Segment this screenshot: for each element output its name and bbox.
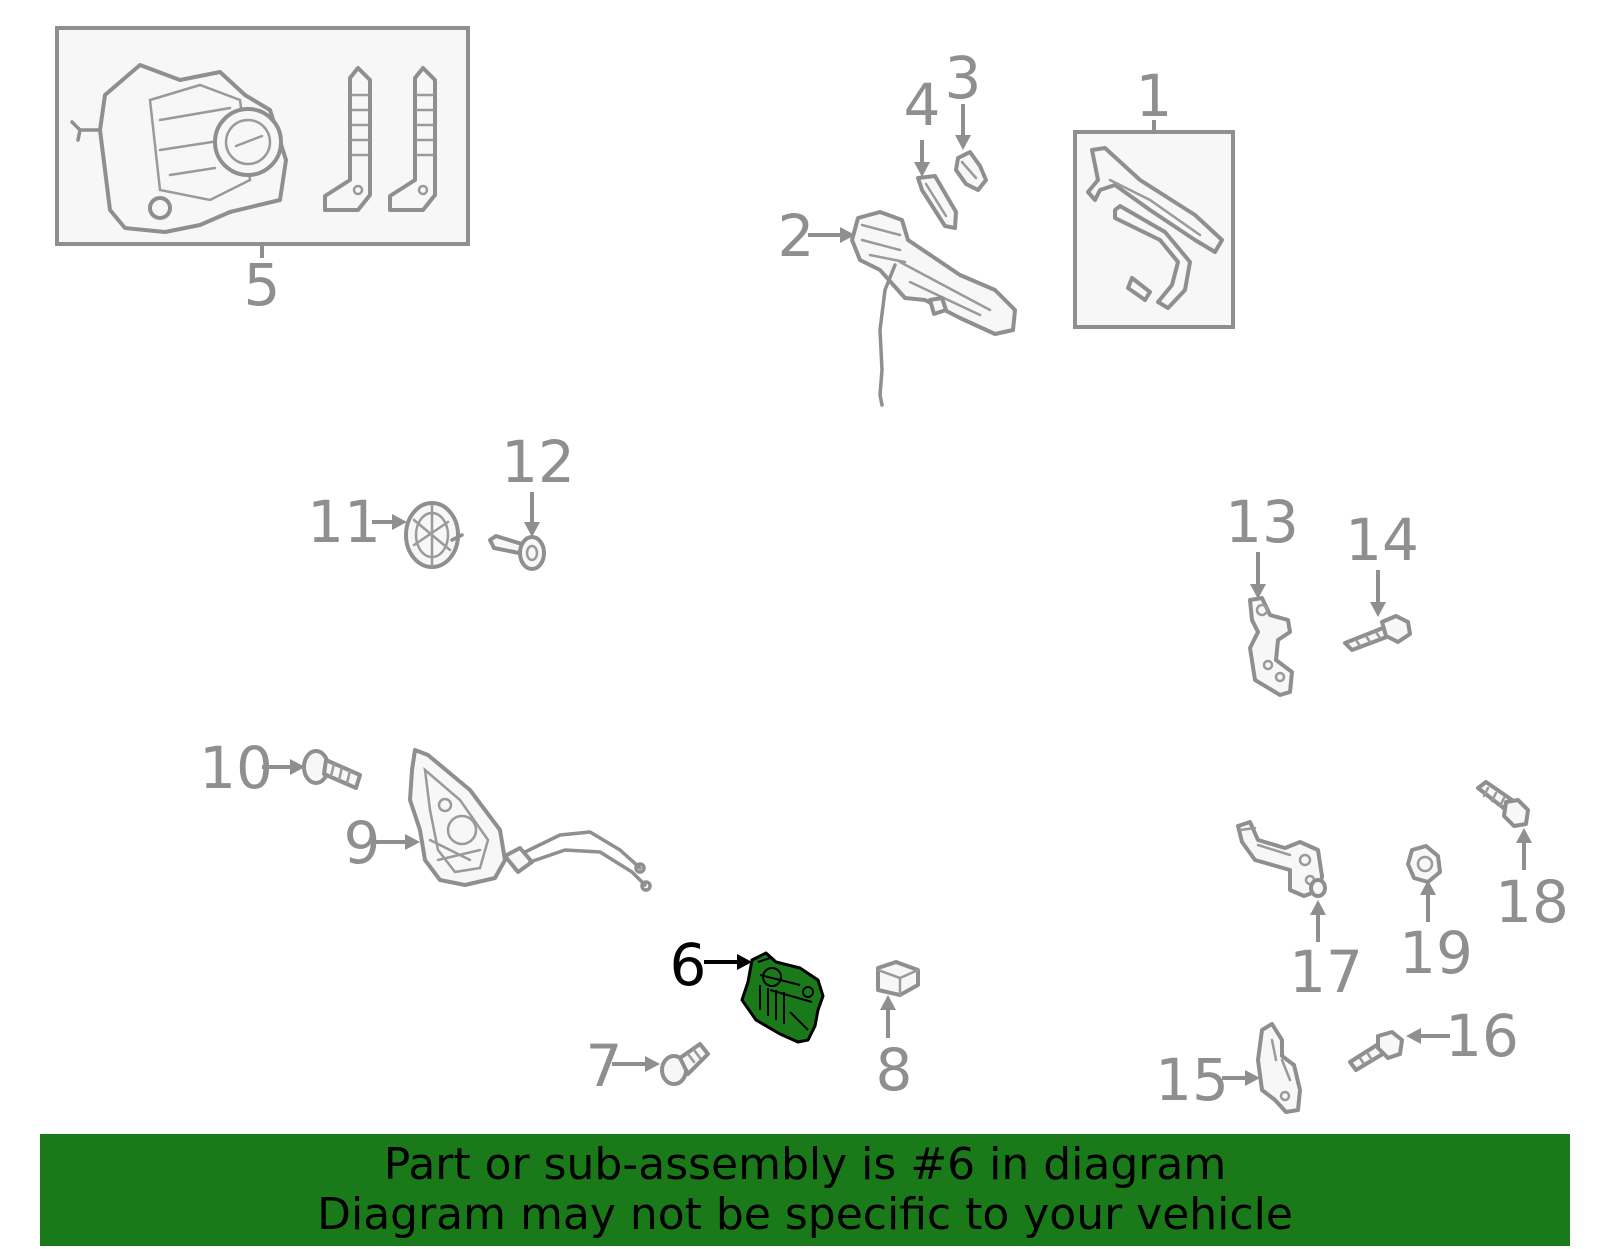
part-14-bolt[interactable] bbox=[1343, 614, 1412, 652]
part-12-pin[interactable] bbox=[488, 534, 546, 571]
info-banner: Part or sub-assembly is #6 in diagram Di… bbox=[40, 1134, 1570, 1246]
callout-5: 5 bbox=[244, 251, 281, 319]
part-18-bolt[interactable] bbox=[1476, 780, 1530, 828]
callout-17: 17 bbox=[1289, 938, 1363, 1006]
banner-line-1: Part or sub-assembly is #6 in diagram bbox=[383, 1139, 1227, 1190]
callout-13: 13 bbox=[1225, 488, 1299, 556]
callout-7: 7 bbox=[586, 1032, 623, 1100]
part-3-clip[interactable] bbox=[954, 150, 988, 192]
part-15-hinge[interactable] bbox=[1256, 1022, 1302, 1114]
callout-12: 12 bbox=[501, 428, 575, 496]
part-6-highlighted-actuator[interactable] bbox=[740, 951, 825, 1044]
part-17-door-check[interactable] bbox=[1236, 820, 1327, 898]
callout-16: 16 bbox=[1445, 1002, 1519, 1070]
part-11-cover[interactable] bbox=[404, 501, 464, 569]
part-8-clip[interactable] bbox=[876, 960, 920, 997]
callout-11: 11 bbox=[307, 488, 381, 556]
part-1-outside-handle[interactable] bbox=[1073, 130, 1235, 329]
part-2-handle-frame[interactable] bbox=[850, 210, 1017, 407]
callout-2: 2 bbox=[778, 202, 815, 270]
callout-14: 14 bbox=[1345, 506, 1419, 574]
callout-4: 4 bbox=[904, 71, 941, 139]
part-10-screw[interactable] bbox=[302, 749, 362, 790]
callout-15: 15 bbox=[1155, 1046, 1229, 1114]
callout-8: 8 bbox=[876, 1036, 913, 1104]
callout-6: 6 bbox=[670, 931, 707, 999]
part-19-nut[interactable] bbox=[1406, 844, 1442, 884]
part-13-bracket[interactable] bbox=[1248, 596, 1294, 697]
callout-10: 10 bbox=[199, 734, 273, 802]
banner-line-2: Diagram may not be specific to your vehi… bbox=[317, 1189, 1293, 1240]
part-9-door-latch[interactable] bbox=[408, 748, 652, 892]
callout-19: 19 bbox=[1399, 919, 1473, 987]
part-5-lock-cylinder-kit[interactable] bbox=[55, 26, 470, 246]
callout-9: 9 bbox=[344, 809, 381, 877]
part-7-screw[interactable] bbox=[660, 1042, 710, 1086]
callout-1: 1 bbox=[1136, 62, 1173, 130]
part-16-bolt[interactable] bbox=[1348, 1030, 1404, 1072]
callout-3: 3 bbox=[945, 44, 982, 112]
callout-18: 18 bbox=[1495, 868, 1569, 936]
part-4-gasket[interactable] bbox=[916, 174, 958, 230]
